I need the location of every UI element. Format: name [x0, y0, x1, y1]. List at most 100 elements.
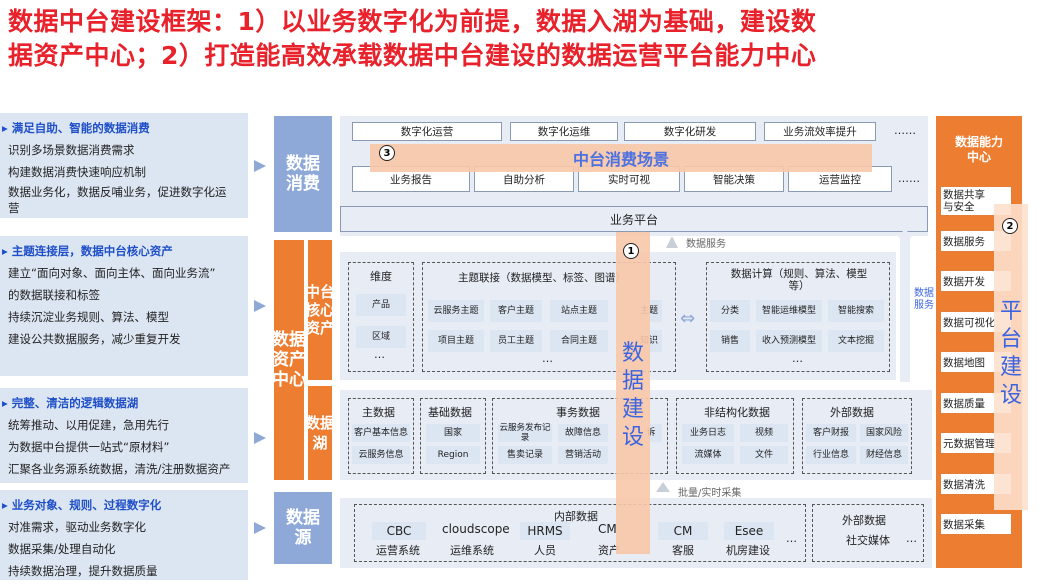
side-service-label: 数据 服务: [914, 288, 934, 311]
left-desc-lake: ▸ 完整、清洁的逻辑数据湖 统筹推动、以用促建，急用先行 为数据中台提供一站式“…: [0, 388, 248, 483]
event-cloud-release: 云服务发布记录: [498, 423, 552, 443]
layer-label-source: 数据 源: [274, 492, 332, 564]
ext-industry: 行业信息: [806, 446, 856, 464]
step-2-badge: 2: [1002, 218, 1018, 234]
src-esee-name: 机房建设: [726, 544, 770, 557]
left-heading-consume: ▸ 满足自助、智能的数据消费: [2, 121, 150, 135]
unstruct-group: [676, 398, 794, 474]
ext-finance-news: 财经信息: [860, 446, 908, 464]
left-desc-consume: ▸ 满足自助、智能的数据消费 识别多场景数据消费需求 构建数据消费快速响应机制 …: [0, 113, 248, 218]
unstruct-title: 非结构化数据: [704, 406, 770, 419]
service-pipe: [900, 236, 910, 382]
topic-customer: 客户主题: [490, 300, 542, 322]
scene-digital-rd: 数字化研发: [624, 122, 756, 141]
bidirectional-arrow-icon: ⇔: [680, 308, 696, 329]
arrow-right-icon: [254, 300, 266, 312]
unstruct-file: 文件: [740, 446, 788, 464]
ext-src-more: …: [906, 532, 917, 545]
internal-title: 内部数据: [554, 510, 598, 523]
calc-text-mining: 文本挖掘: [828, 330, 884, 352]
business-platform: 业务平台: [340, 206, 928, 232]
ext-country-risk: 国家风险: [860, 424, 908, 442]
data-service-label: 数据服务: [686, 239, 726, 250]
scene-digital-ops: 数字化运营: [352, 122, 502, 141]
calc-sales: 销售: [710, 330, 750, 352]
event-title: 事务数据: [556, 406, 600, 419]
left-line: 建立“面向对象、面向主体、面向业务流”: [8, 266, 216, 280]
dimension-group: [348, 262, 414, 372]
more-ellipsis: ……: [894, 124, 916, 137]
dim-more: …: [374, 348, 385, 361]
page-title-line2: 据资产中心；2）打造能高效承载数据中台建设的数据运营平台能力中心: [8, 41, 817, 70]
src-hrms: HRMS: [520, 522, 570, 540]
ext-financials: 客户财报: [806, 424, 856, 442]
ext-src-social: 社交媒体: [846, 534, 890, 547]
left-line: 的数据联接和标签: [8, 288, 100, 302]
left-line: 构建数据消费快速响应机制: [8, 165, 146, 179]
layer-label-asset-center: 数据 资产 中心: [272, 240, 306, 480]
page-title-line1: 数据中台建设框架：1）以业务数字化为前提，数据入湖为基础，建设数: [8, 7, 817, 36]
external-title: 外部数据: [830, 406, 874, 419]
calc-group: [706, 262, 890, 372]
calc-more: …: [792, 352, 803, 365]
unstruct-log: 业务日志: [682, 424, 734, 442]
src-esee: Esee: [724, 522, 774, 540]
event-group: [492, 398, 668, 474]
src-cloudscope-name: 运维系统: [450, 544, 494, 557]
left-desc-core: ▸ 主题连接层，数据中台核心资产 建立“面向对象、面向主体、面向业务流” 的数据…: [0, 236, 248, 376]
base-region: Region: [426, 446, 480, 464]
left-heading-source: ▸ 业务对象、规则、过程数字化: [2, 498, 162, 512]
batch-collect-label: 批量/实时采集: [678, 488, 742, 499]
more-ellipsis: ……: [898, 172, 920, 185]
topic-title: 主题联接（数据模型、标签、图谱）: [458, 272, 626, 284]
left-line: 建设公共数据服务，减少重复开发: [8, 332, 181, 346]
dimension-title: 维度: [370, 270, 392, 283]
topic-group: [422, 262, 676, 372]
src-cm-asset-name: 资产: [598, 544, 620, 557]
left-line: 数据业务化，数据反哺业务，促进数字化运: [8, 185, 227, 199]
event-fault: 故障信息: [558, 424, 608, 442]
src-cm-service-name: 客服: [672, 544, 694, 557]
internal-source-group: [354, 504, 806, 562]
src-cbc-name: 运营系统: [376, 544, 420, 557]
topic-cloud: 云服务主题: [428, 300, 484, 322]
external-source-group: [812, 504, 924, 562]
platform-build-label: 平 台 建 设: [999, 299, 1022, 408]
data-build-bar: [616, 232, 650, 554]
event-sales: 售卖记录: [498, 446, 552, 464]
external-group: [802, 398, 912, 474]
master-customer: 客户基本信息: [352, 424, 410, 442]
calc-title: 数据计算（规则、算法、模型等）: [730, 268, 868, 292]
left-heading-lake: ▸ 完整、清洁的逻辑数据湖: [2, 396, 139, 410]
topic-contract: 合同主题: [550, 330, 608, 352]
data-build-label: 数 据 建 设: [621, 341, 644, 450]
step-3-badge: 3: [379, 145, 395, 161]
arrow-up-icon: [898, 228, 912, 238]
topic-more-ellipsis: …: [542, 352, 553, 365]
topic-project: 项目主题: [428, 330, 484, 352]
topic-employee: 员工主题: [490, 330, 542, 352]
master-title: 主数据: [362, 406, 395, 419]
event-marketing: 营销活动: [558, 446, 608, 464]
arrow-right-icon: [254, 160, 266, 172]
platform-build-bar: [994, 204, 1028, 510]
src-cbc: CBC: [372, 522, 426, 540]
left-desc-source: ▸ 业务对象、规则、过程数字化 对准需求，驱动业务数字化 数据采集/处理自动化 …: [0, 490, 248, 580]
banner-consume-scenes: 中台消费场景: [370, 144, 872, 172]
unstruct-video: 视频: [740, 424, 788, 442]
layer-label-consume: 数据 消费: [274, 116, 332, 232]
left-line: 对准需求，驱动业务数字化: [8, 520, 146, 534]
src-cm-service: CM: [658, 522, 708, 540]
left-heading-core: ▸ 主题连接层，数据中台核心资产: [2, 244, 173, 258]
src-hrms-name: 人员: [534, 544, 556, 557]
left-line: 汇聚各业务源系统数据，清洗/注册数据资产: [8, 462, 231, 476]
arrow-right-icon: [254, 522, 266, 534]
dim-region: 区域: [356, 326, 406, 348]
calc-revenue-model: 收入预测模型: [756, 330, 822, 352]
src-more: …: [786, 532, 797, 545]
base-country: 国家: [426, 424, 480, 442]
src-cm-asset: CM: [598, 522, 617, 536]
calc-classify: 分类: [710, 300, 750, 322]
step-1-badge: 1: [623, 243, 639, 259]
master-cloud: 云服务信息: [352, 446, 410, 464]
